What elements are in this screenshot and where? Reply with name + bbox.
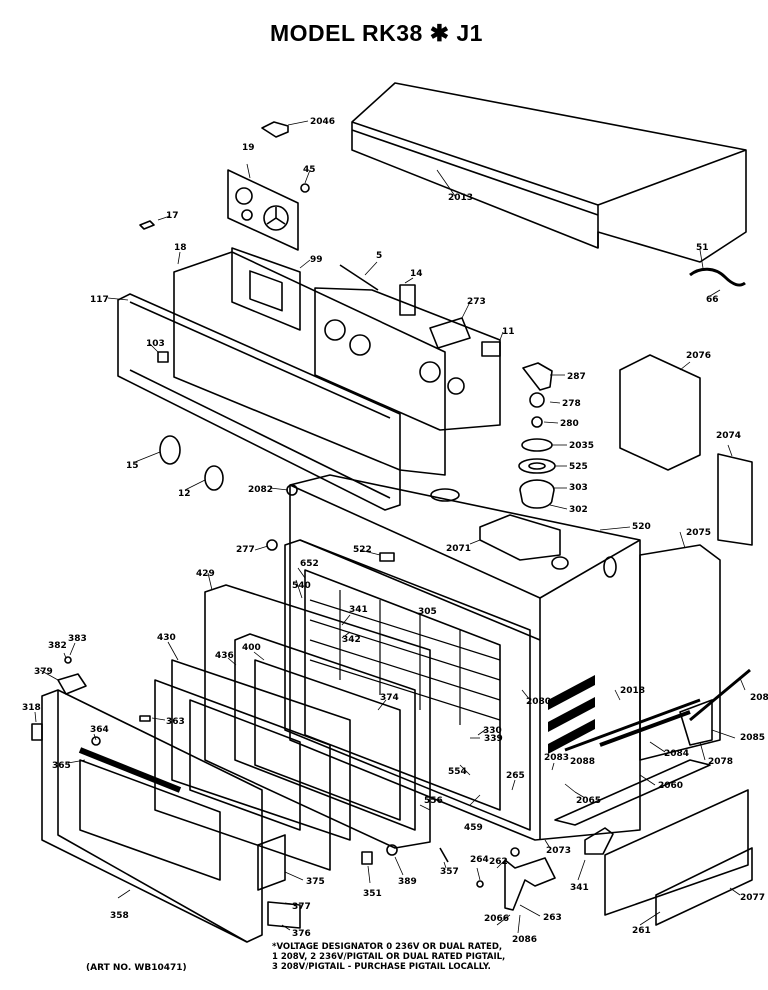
part-label: 5 [376, 251, 382, 261]
oven-body [289, 474, 641, 841]
part-label: 262 [489, 857, 508, 867]
part-label: 264 [470, 855, 489, 865]
part-label: 2083 [544, 753, 569, 763]
part-label: 429 [196, 569, 215, 579]
footnote-line-2: 1 208V, 2 236V/PIGTAIL OR DUAL RATED PIG… [272, 952, 506, 962]
part-label: 365 [52, 761, 71, 771]
voltage-footnote: *VOLTAGE DESIGNATOR 0 236V OR DUAL RATED… [272, 942, 505, 972]
part-label: 14 [410, 269, 423, 279]
part-label: 261 [632, 926, 651, 936]
part-label: 351 [363, 889, 382, 899]
part-label: 2082 [248, 485, 273, 495]
part-label: 305 [418, 607, 437, 617]
part-label: 19 [242, 143, 255, 153]
part-label: 379 [34, 667, 53, 677]
part-label: 382 [48, 641, 67, 651]
part-label: 400 [242, 643, 261, 653]
part-label: 2075 [686, 528, 711, 538]
part-label: 330 [483, 726, 502, 736]
part-label: 459 [464, 823, 483, 833]
model-title: MODEL RK38 ✱ J1 [270, 20, 483, 46]
part-label: 554 [448, 767, 467, 777]
part-label: 2046 [310, 117, 335, 127]
part-label: 303 [569, 483, 588, 493]
footnote-line-3: 3 208V/PIGTAIL - PURCHASE PIGTAIL LOCALL… [272, 962, 491, 972]
part-label: 302 [569, 505, 588, 515]
part-label: 208 [750, 693, 768, 703]
part-label: 318 [22, 703, 41, 713]
part-label: 341 [570, 883, 589, 893]
part-label: 278 [562, 399, 581, 409]
art-number: (ART NO. WB10471) [86, 963, 187, 973]
part-label: 277 [236, 545, 255, 555]
part-label: 2073 [546, 846, 571, 856]
part-label: 45 [303, 165, 316, 175]
part-label: 263 [543, 913, 562, 923]
part-label: 540 [292, 581, 311, 591]
part-label: 280 [560, 419, 579, 429]
part-label: 2076 [686, 351, 711, 361]
part-label: 117 [90, 295, 109, 305]
part-label: 2035 [569, 441, 594, 451]
part-label: 51 [696, 243, 709, 253]
part-label: 2078 [708, 757, 733, 767]
part-label: 265 [506, 771, 525, 781]
part-label: 273 [467, 297, 486, 307]
part-label: 358 [110, 911, 129, 921]
part-label: 99 [310, 255, 323, 265]
top-cover [351, 82, 747, 263]
part-label: 377 [292, 902, 311, 912]
control-knob-plate [227, 169, 299, 251]
part-label: 522 [353, 545, 372, 555]
part-label: 376 [292, 929, 311, 939]
front-trim [117, 293, 401, 511]
part-label: 2084 [664, 749, 689, 759]
part-label: 2065 [576, 796, 601, 806]
oven-door [41, 689, 263, 943]
part-label: 18 [174, 243, 187, 253]
part-label: 520 [632, 522, 651, 532]
part-label: 652 [300, 559, 319, 569]
part-label: 556 [424, 796, 443, 806]
part-label: 389 [398, 877, 417, 887]
part-label: 2077 [740, 893, 765, 903]
part-label: 436 [215, 651, 234, 661]
part-label: 364 [90, 725, 109, 735]
part-label: 2086 [512, 935, 537, 945]
part-label: 12 [178, 489, 191, 499]
part-label: 2066 [484, 914, 509, 924]
part-label: 525 [569, 462, 588, 472]
part-label: 2085 [740, 733, 765, 743]
part-label: 2071 [446, 544, 471, 554]
part-label: 430 [157, 633, 176, 643]
part-label: 341 [349, 605, 368, 615]
part-label: 2088 [570, 757, 595, 767]
part-label: 2013 [448, 193, 473, 203]
part-label: 66 [706, 295, 719, 305]
part-label: 363 [166, 717, 185, 727]
part-label: 375 [306, 877, 325, 887]
part-label: 374 [380, 693, 399, 703]
part-label: 339 [484, 734, 503, 744]
part-label: 2018 [620, 686, 645, 696]
part-label: 383 [68, 634, 87, 644]
part-label: 342 [342, 635, 361, 645]
part-label: 2060 [658, 781, 683, 791]
part-label: 2080 [526, 697, 551, 707]
part-label: 287 [567, 372, 586, 382]
part-label: 2074 [716, 431, 741, 441]
part-label: 17 [166, 211, 179, 221]
part-label: 15 [126, 461, 139, 471]
part-label: 357 [440, 867, 459, 877]
footnote-line-1: *VOLTAGE DESIGNATOR 0 236V OR DUAL RATED… [272, 942, 503, 952]
part-label: 11 [502, 327, 515, 337]
part-label: 103 [146, 339, 165, 349]
